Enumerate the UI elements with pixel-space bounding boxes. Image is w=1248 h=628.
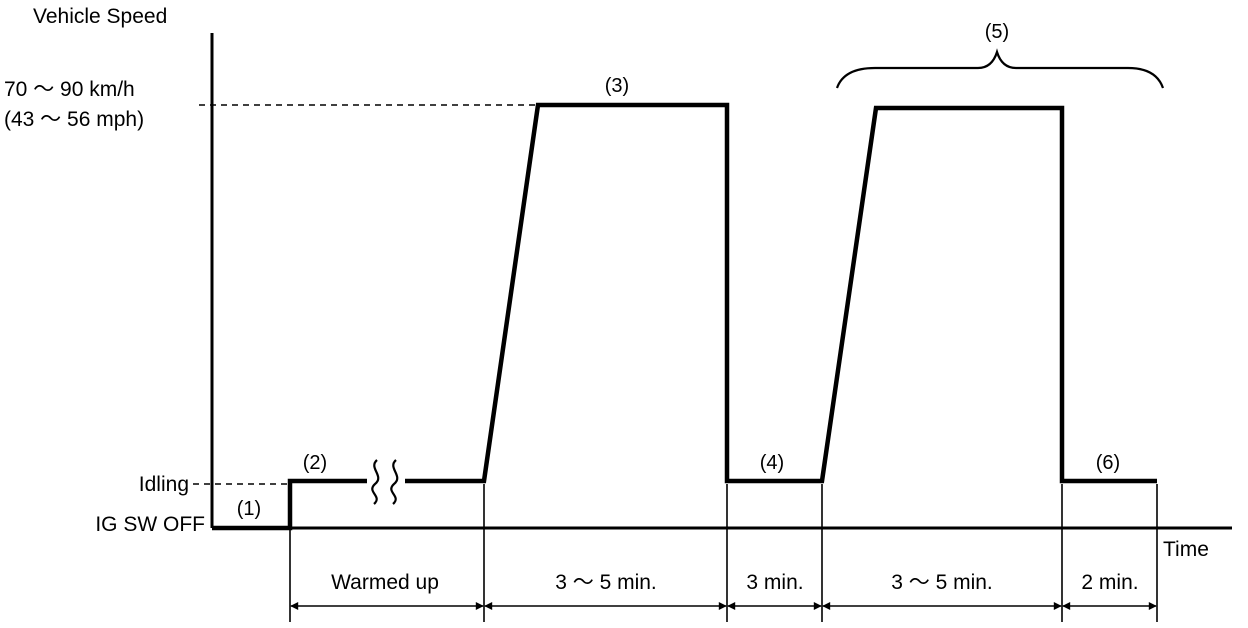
- interval-ticks: [289, 484, 1158, 622]
- speed-trace: [212, 102, 1157, 531]
- duration-label-warmed-up: Warmed up: [331, 571, 439, 594]
- phase-5-label: (5): [985, 21, 1009, 43]
- speed-range-kmh-label: 70 ～ 90 km/h: [4, 78, 135, 101]
- phase-2-label: (2): [303, 452, 327, 474]
- duration-label-phase-5: 3 ～ 5 min.: [891, 571, 993, 594]
- duration-label-phase-6: 2 min.: [1081, 571, 1138, 594]
- idling-level-label: Idling: [139, 473, 189, 496]
- time-break-symbol: [367, 459, 405, 505]
- ig-sw-off-label: IG SW OFF: [95, 513, 205, 536]
- duration-label-phase-3: 3 ～ 5 min.: [555, 571, 657, 594]
- phase-5-brace: [835, 48, 1165, 89]
- phase-6-label: (6): [1096, 452, 1120, 474]
- y-axis-title: Vehicle Speed: [33, 5, 167, 28]
- phase-4-label: (4): [760, 452, 784, 474]
- speed-range-mph-label: (43 ～ 56 mph): [4, 108, 144, 131]
- phase-1-label: (1): [237, 498, 261, 520]
- x-axis-title: Time: [1163, 538, 1209, 561]
- duration-label-phase-4: 3 min.: [746, 571, 803, 594]
- phase-3-label: (3): [605, 75, 629, 97]
